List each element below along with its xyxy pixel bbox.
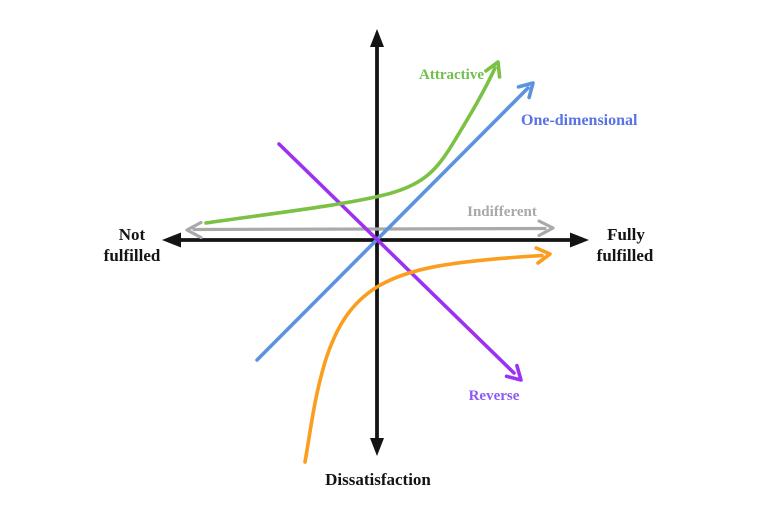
x-axis-right-label: Fully fulfilled [597, 225, 654, 265]
reverse-label: Reverse [469, 388, 520, 404]
indifferent-curve [185, 219, 555, 240]
axis-arrowhead-right-icon [570, 232, 589, 248]
reverse-line [277, 142, 516, 375]
axis-arrowhead-up-icon [370, 29, 384, 47]
indifferent-arrowhead-right-icon [537, 219, 555, 238]
must-be-curve [303, 246, 552, 464]
one-dimensional-line [255, 86, 530, 362]
attractive-path [204, 66, 497, 225]
indifferent-arrowhead-left-icon [185, 220, 203, 240]
reverse-curve [277, 142, 523, 382]
attractive-label: Attractive [419, 67, 484, 83]
x-axis-right-label-line1: Fully [607, 225, 645, 244]
indifferent-line [192, 226, 547, 232]
one-dimensional-curve [255, 81, 535, 362]
one-dimensional-arrowhead-icon [516, 81, 535, 100]
indifferent-label: Indifferent [467, 204, 537, 220]
x-axis-left-label-line1: Not [119, 225, 146, 244]
reverse-arrowhead-icon [504, 363, 523, 382]
must-be-path [303, 253, 544, 464]
x-axis-left-label-line2: fulfilled [104, 246, 161, 265]
y-axis-bottom-label: Dissatisfaction [325, 470, 431, 489]
axis-arrowhead-left-icon [162, 232, 181, 248]
one-dimensional-label: One-dimensional [521, 112, 638, 129]
axis-arrowhead-down-icon [370, 438, 384, 456]
must-be-arrowhead-icon [534, 246, 552, 265]
attractive-curve [204, 60, 502, 225]
attractive-arrowhead-icon [484, 60, 502, 79]
x-axis-right-label-line2: fulfilled [597, 246, 654, 265]
x-axis-left-label: Not fulfilled [104, 225, 161, 265]
